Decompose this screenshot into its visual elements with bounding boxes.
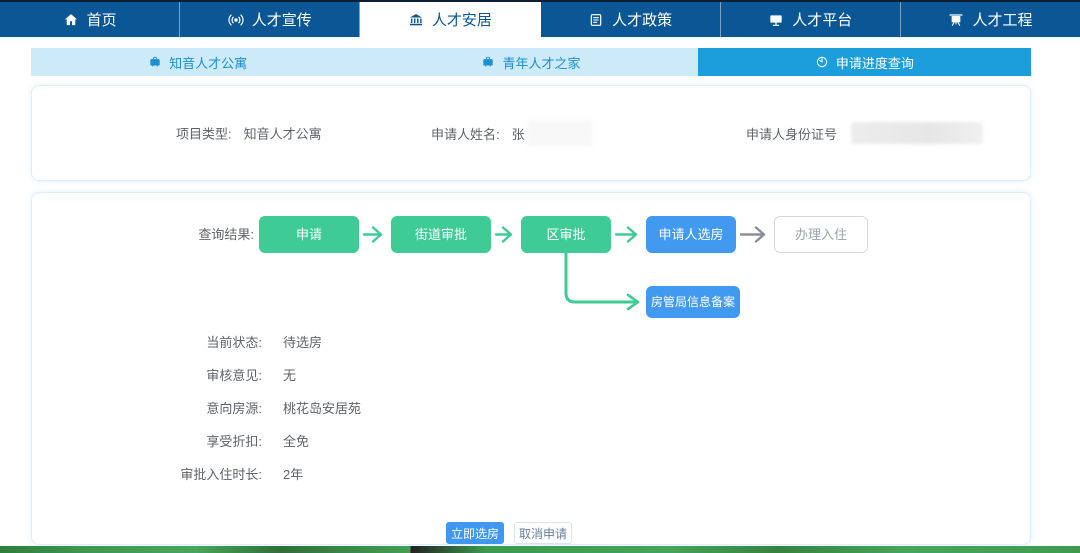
applicant-id-field: 申请人身份证号 <box>746 122 984 144</box>
nav-tab-home[interactable]: 首页 <box>0 2 181 37</box>
applicant-name-label: 申请人姓名: <box>431 126 500 142</box>
project-type-value: 知音人才公寓 <box>243 126 322 142</box>
field-label: 享受折扣: <box>206 434 262 449</box>
status-fields: 当前状态: 待选房 审核意见: 无 意向房源: 桃花岛安居苑 享受折扣: 全免 … <box>32 325 361 490</box>
field-discount: 享受折扣: 全免 <box>32 424 361 457</box>
query-result-card: 查询结果: 申请 街道审批 区审批 申请人选房 办理入住 房管局信息备案 当前状… <box>31 192 1031 545</box>
field-label: 审批入住时长: <box>180 467 262 482</box>
branch-connector-icon <box>564 251 640 311</box>
bank-icon <box>408 12 424 28</box>
step-district-approval: 区审批 <box>521 216 611 253</box>
nav-tab-talent-housing[interactable]: 人才安居 <box>360 2 541 37</box>
redacted-id-area <box>851 122 984 144</box>
field-current-status: 当前状态: 待选房 <box>32 325 361 358</box>
query-result-label: 查询结果: <box>198 227 254 242</box>
field-value: 桃花岛安居苑 <box>283 401 362 416</box>
applicant-name-field: 申请人姓名: 张 <box>431 120 593 146</box>
step-apply: 申请 <box>259 216 359 253</box>
footer-green-strip <box>0 546 1080 553</box>
field-value: 无 <box>283 368 297 383</box>
main-navigation: 首页 人才宣传 人才安居 人才政策 人才平台 人才工程 <box>0 2 1080 37</box>
nav-tab-talent-promotion[interactable]: 人才宣传 <box>180 2 361 37</box>
field-label: 当前状态: <box>206 335 262 350</box>
sub-navigation: 知音人才公寓 青年人才之家 申请进度查询 <box>31 48 1031 76</box>
broadcast-icon <box>228 12 244 28</box>
flow-arrow-icon <box>614 226 638 243</box>
field-label: 审核意见: <box>206 368 262 383</box>
field-intended-housing: 意向房源: 桃花岛安居苑 <box>32 391 361 424</box>
project-type-label: 项目类型: <box>176 126 232 142</box>
field-value: 待选房 <box>283 335 323 350</box>
nav-tab-talent-projects[interactable]: 人才工程 <box>901 2 1080 37</box>
nav-tab-talent-platform[interactable]: 人才平台 <box>721 2 901 37</box>
cancel-application-button[interactable]: 取消申请 <box>514 522 572 544</box>
field-approved-duration: 审批入住时长: 2年 <box>32 457 361 490</box>
briefcase-icon <box>481 55 495 69</box>
home-icon <box>63 12 79 28</box>
field-value: 2年 <box>283 467 304 482</box>
field-review-opinion: 审核意见: 无 <box>32 358 361 391</box>
nav-tab-label: 首页 <box>86 12 117 29</box>
top-border-line <box>0 0 1080 2</box>
project-type-field: 项目类型: 知音人才公寓 <box>176 124 322 143</box>
clock-icon <box>815 55 829 69</box>
applicant-id-label: 申请人身份证号 <box>746 126 838 142</box>
flow-arrow-gray-icon <box>739 226 766 243</box>
nav-tab-label: 人才宣传 <box>251 12 312 29</box>
subtab-application-progress[interactable]: 申请进度查询 <box>697 48 1031 76</box>
subtab-zhiyin-apartment[interactable]: 知音人才公寓 <box>31 48 365 76</box>
application-info-card: 项目类型: 知音人才公寓 申请人姓名: 张 申请人身份证号 <box>31 85 1031 181</box>
subtab-label: 青年人才之家 <box>502 55 581 71</box>
document-icon <box>588 12 604 28</box>
nav-tab-label: 人才平台 <box>792 12 853 29</box>
redacted-name-area <box>526 120 593 146</box>
nav-tab-label: 人才政策 <box>612 12 673 29</box>
nav-tab-label: 人才工程 <box>972 12 1033 29</box>
nav-tab-talent-policy[interactable]: 人才政策 <box>541 2 721 37</box>
field-value: 全免 <box>283 434 310 449</box>
monitor-icon <box>768 12 784 28</box>
applicant-name-value: 张 <box>511 126 525 142</box>
field-label: 意向房源: <box>206 401 262 416</box>
step-street-approval: 街道审批 <box>391 216 491 253</box>
subtab-label: 知音人才公寓 <box>169 55 248 71</box>
step-housing-bureau-record: 房管局信息备案 <box>646 286 740 318</box>
step-check-in: 办理入住 <box>774 216 868 253</box>
step-applicant-house-selection: 申请人选房 <box>646 216 736 253</box>
subtab-label: 申请进度查询 <box>835 55 914 71</box>
flow-arrow-icon <box>494 226 513 243</box>
subtab-youth-talent-home[interactable]: 青年人才之家 <box>364 48 698 76</box>
briefcase-icon <box>148 55 162 69</box>
choose-house-button[interactable]: 立即选房 <box>446 522 504 544</box>
flow-arrow-icon <box>362 226 383 243</box>
presentation-icon <box>948 12 964 28</box>
nav-tab-label: 人才安居 <box>431 12 492 29</box>
